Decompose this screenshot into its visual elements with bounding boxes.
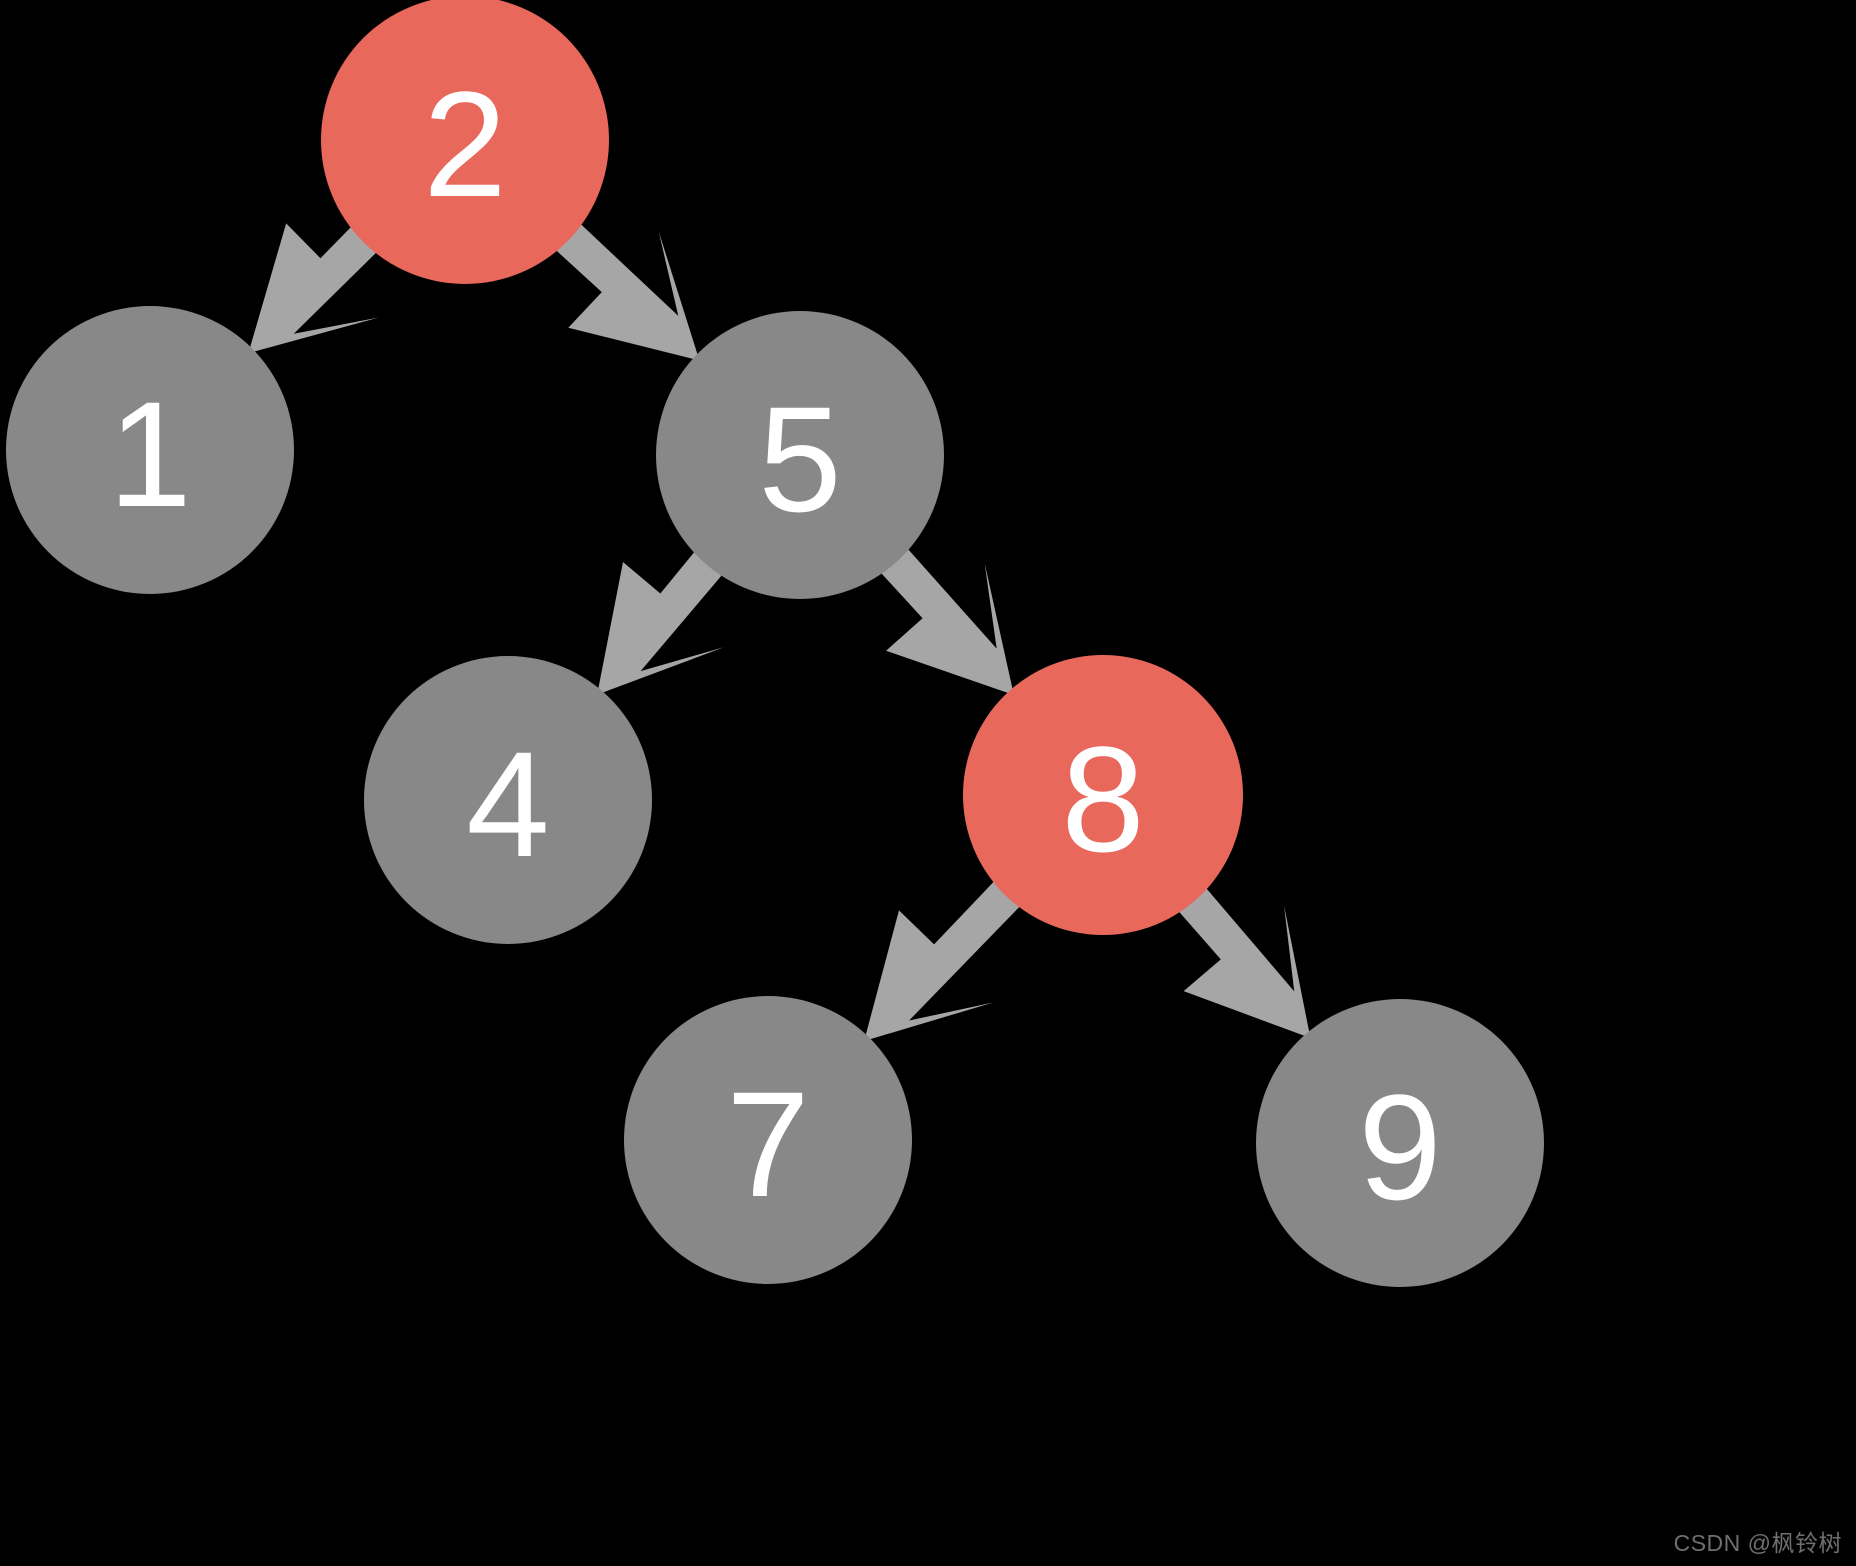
edge-arrow-5-to-8	[879, 547, 1014, 695]
edge-arrow-8-to-7	[864, 880, 1022, 1041]
node-circle-9[interactable]	[1256, 999, 1544, 1287]
tree-node-5[interactable]: 5	[656, 311, 944, 599]
edge-arrow-5-to-4	[597, 550, 724, 695]
node-label-1: 1	[108, 370, 191, 538]
tree-node-7[interactable]: 7	[624, 996, 912, 1284]
node-circle-7[interactable]	[624, 996, 912, 1284]
node-label-9: 9	[1358, 1063, 1441, 1231]
tree-node-8[interactable]: 8	[963, 655, 1243, 935]
edge-arrow-2-to-1	[248, 223, 379, 354]
edge-arrow-8-to-9	[1177, 886, 1311, 1039]
node-circle-2[interactable]	[321, 0, 609, 284]
nodes-layer: 2 1 5 4 8 7 9	[6, 0, 1544, 1287]
node-circle-5[interactable]	[656, 311, 944, 599]
tree-node-1[interactable]: 1	[6, 306, 294, 594]
node-label-5: 5	[758, 375, 841, 543]
tree-node-2[interactable]: 2	[321, 0, 609, 284]
edge-arrow-2-to-5	[554, 222, 700, 361]
node-label-7: 7	[726, 1060, 809, 1228]
node-label-2: 2	[423, 60, 506, 228]
node-circle-1[interactable]	[6, 306, 294, 594]
tree-node-4[interactable]: 4	[364, 656, 652, 944]
node-label-4: 4	[466, 720, 549, 888]
node-circle-4[interactable]	[364, 656, 652, 944]
edges-layer	[248, 222, 1311, 1041]
watermark-label: CSDN @枫铃树	[1673, 1530, 1842, 1556]
node-circle-8[interactable]	[963, 655, 1243, 935]
tree-node-9[interactable]: 9	[1256, 999, 1544, 1287]
node-label-8: 8	[1061, 715, 1144, 883]
